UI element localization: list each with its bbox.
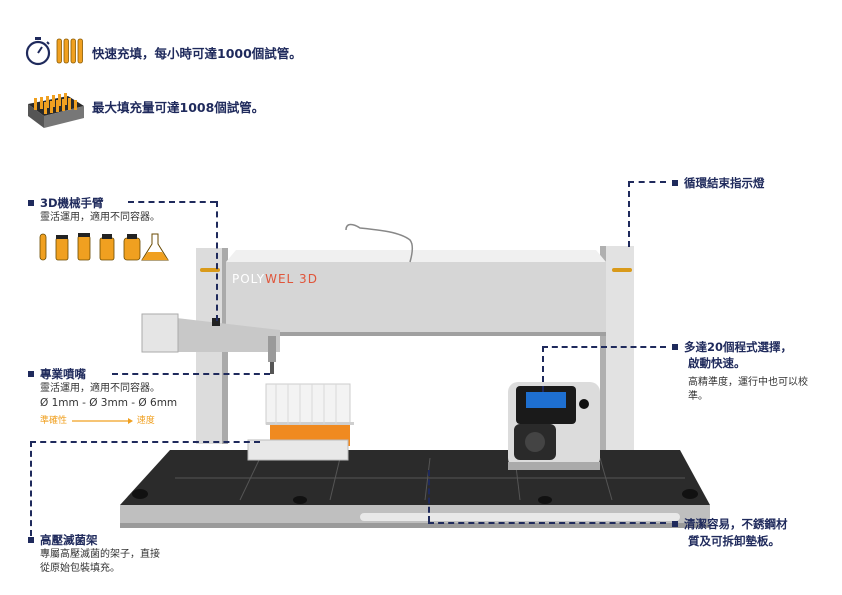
bullet — [672, 179, 678, 186]
leader-rack-v — [30, 441, 32, 536]
programs-label-title-2: 啟動快速。 — [688, 356, 746, 370]
programs-label-title-1: 多達20個程式選擇， — [672, 339, 792, 355]
clean-label-title-1: 清潔容易，不銹鋼材 — [672, 516, 788, 532]
bullet — [28, 199, 34, 206]
leader-programs-v — [542, 346, 544, 392]
rack-label-desc-2: 從原始包裝填充。 — [40, 563, 120, 574]
leader-programs-h — [542, 346, 666, 348]
rack-title-text: 高壓滅菌架 — [40, 533, 98, 547]
programs-label-desc-2: 準。 — [688, 391, 708, 402]
leader-nozzle-h — [112, 373, 270, 375]
arm-label-desc: 靈活運用，適用不同容器。 — [40, 212, 160, 223]
feature-capacity-text: 最大填充量可達1008個試管。 — [92, 100, 265, 115]
leader-arm-v — [216, 201, 218, 321]
bullet — [672, 520, 678, 527]
brand-logo-part2: WEL 3D — [265, 272, 318, 286]
nozzle-label-sizes: Ø 1mm - Ø 3mm - Ø 6mm — [40, 397, 178, 409]
nozzle-label-title: 專業噴嘴 — [28, 366, 86, 382]
speed-label: 速度 — [136, 416, 155, 426]
leader-indicator-v — [628, 181, 630, 247]
arrow-right-icon — [71, 417, 133, 424]
programs-label-desc-1: 高精準度，運行中也可以校 — [688, 377, 808, 388]
feature-speed-text: 快速充填，每小時可達1000個試管。 — [92, 46, 302, 61]
arm-title-text: 3D機械手臂 — [40, 196, 104, 210]
leader-rack-h — [30, 441, 260, 443]
nozzle-label-desc: 靈活運用，適用不同容器。 — [40, 383, 160, 394]
rack-label-title: 高壓滅菌架 — [28, 532, 98, 548]
bullet — [672, 343, 678, 350]
clean-label-title-2: 質及可拆卸墊板。 — [688, 534, 780, 548]
leader-arm-h — [128, 201, 216, 203]
containers-icon — [38, 230, 178, 262]
rack-label-desc-1: 專屬高壓滅菌的架子，直接 — [40, 549, 160, 560]
leader-indicator-h — [628, 181, 666, 183]
test-tubes-icon — [56, 38, 86, 64]
precision-speed-scale: 準確性 速度 — [40, 413, 155, 426]
leader-clean-v — [428, 470, 430, 522]
leader-clean-h — [428, 522, 666, 524]
programs-title-text-1: 多達20個程式選擇， — [684, 340, 793, 354]
precision-label: 準確性 — [40, 416, 68, 426]
indicator-label-title: 循環結束指示燈 — [672, 175, 765, 191]
brand-logo: POLYWEL 3D — [232, 272, 318, 286]
tube-rack-icon — [24, 86, 86, 130]
stopwatch-icon — [24, 36, 52, 66]
brand-logo-part1: POLY — [232, 272, 266, 286]
bullet — [28, 370, 34, 377]
clean-title-text-1: 清潔容易，不銹鋼材 — [684, 517, 788, 531]
bullet — [28, 536, 34, 543]
nozzle-title-text: 專業噴嘴 — [40, 367, 86, 381]
indicator-title-text: 循環結束指示燈 — [684, 176, 765, 190]
arm-label-title: 3D機械手臂 — [28, 195, 104, 211]
